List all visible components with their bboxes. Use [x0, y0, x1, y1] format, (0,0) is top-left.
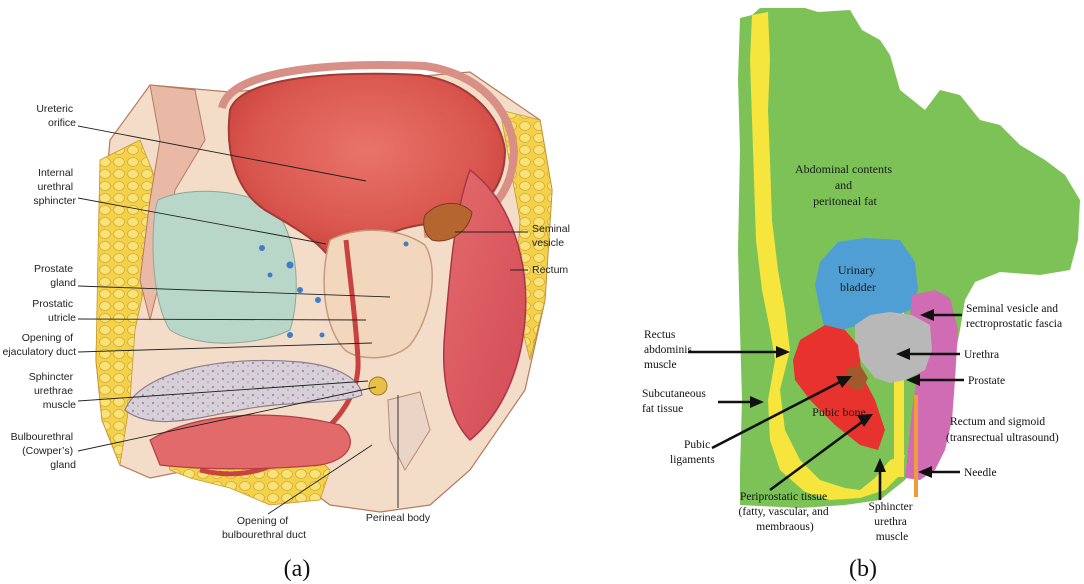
region-needle	[914, 395, 918, 497]
caption-b: (b)	[849, 556, 877, 582]
label-opening-bulbourethral-duct: Opening of bulbourethral duct	[222, 515, 306, 541]
label-prostate: Prostate	[968, 375, 1005, 387]
label-sphincter-urethra: Sphincter urethra muscle	[869, 501, 916, 543]
label-rectum-sigmoid: Rectum and sigmoid (transrectual ultraso…	[946, 416, 1059, 444]
label-rectum: Rectum	[532, 264, 568, 276]
label-prostate-gland: Prostate gland	[34, 263, 76, 289]
label-seminal-vesicle-fascia: Seminal vesicle and rectroprostatic fasc…	[966, 303, 1062, 330]
label-opening-ejaculatory-duct: Opening of ejaculatory duct	[2, 332, 76, 358]
label-sphincter-urethrae: Sphincter urethrae muscle	[29, 371, 76, 411]
label-subcutaneous-fat: Subcutaneous fat tissue	[642, 388, 709, 415]
label-bulbourethral-gland: Bulbourethral (Cowper’s) gland	[11, 431, 77, 471]
label-pubic-ligaments: Pubic ligaments	[670, 439, 715, 466]
label-pubic-bone: Pubic bone	[812, 405, 866, 419]
label-internal-urethral-sphincter: Internal urethral sphincter	[33, 167, 76, 207]
label-ureteric-orifice: Ureteric orifice	[36, 103, 76, 129]
bulbourethral-gland-shape	[369, 377, 387, 395]
label-prostatic-utricle: Prostatic utricle	[32, 298, 76, 324]
caption-a: (a)	[284, 556, 311, 582]
label-perineal-body: Perineal body	[366, 512, 431, 524]
label-urethra: Urethra	[964, 349, 999, 361]
label-periprostatic-tissue: Periprostatic tissue (fatty, vascular, a…	[739, 491, 832, 533]
label-rectus-abdominis: Rectus abdominis muscle	[644, 329, 695, 371]
label-needle: Needle	[964, 467, 997, 479]
anatomy-illustration	[96, 65, 552, 512]
